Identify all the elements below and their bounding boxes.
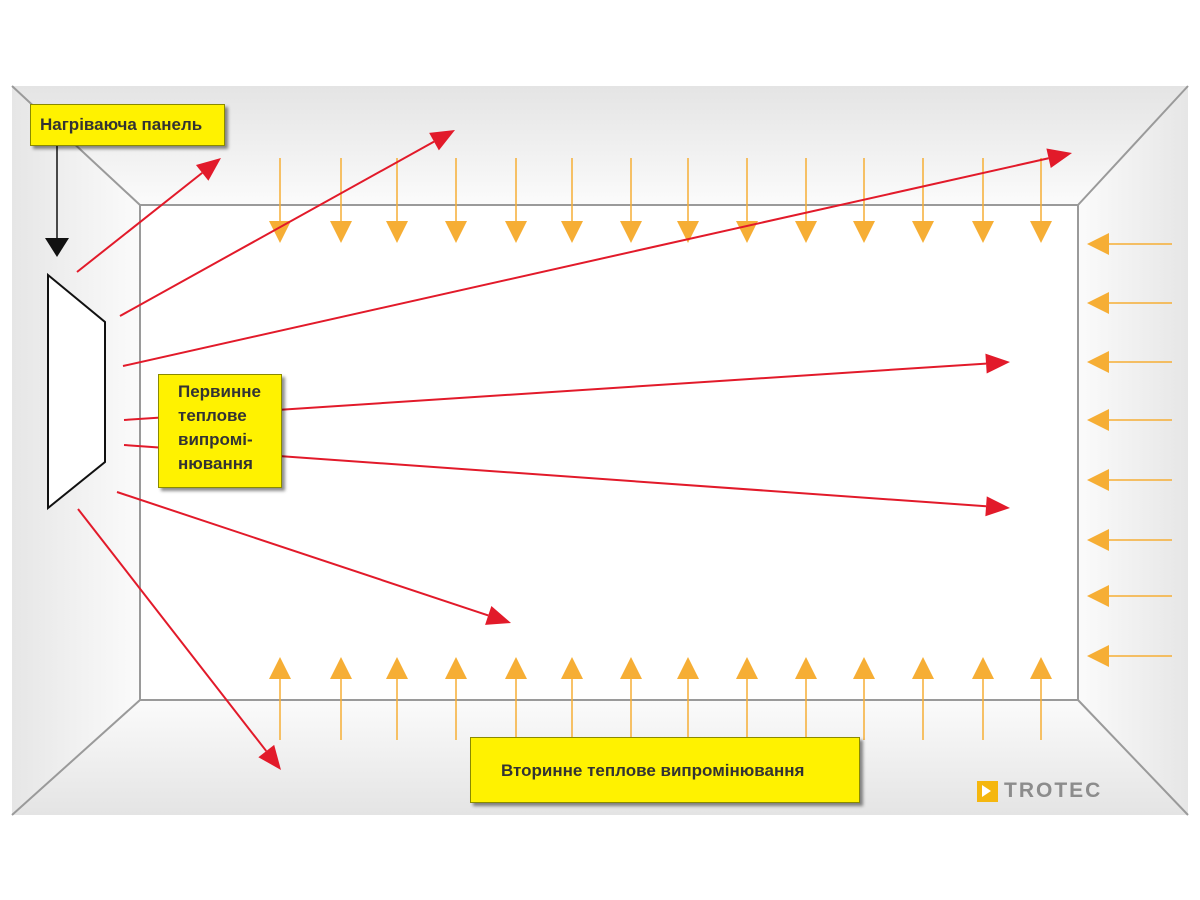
secondary-ray-down — [445, 158, 467, 243]
secondary-ray-up — [386, 657, 408, 740]
primary-ray — [77, 508, 281, 770]
logo-mark-icon — [977, 780, 998, 802]
logo-text: TROTEC — [1004, 779, 1103, 802]
secondary-ray-left — [1087, 645, 1172, 667]
secondary-ray-up — [561, 657, 583, 740]
primary-radiation-line: Первинне — [178, 382, 261, 401]
secondary-ray-up — [505, 657, 527, 740]
secondary-ray-down — [912, 158, 934, 243]
secondary-ray-up — [330, 657, 352, 740]
primary-ray — [119, 130, 455, 317]
heater-pointer-arrowhead — [45, 238, 69, 257]
primary-ray — [116, 491, 511, 625]
secondary-ray-left — [1087, 529, 1172, 551]
room-edge — [11, 699, 141, 816]
heating-panel-label-text: Нагріваюча панель — [40, 115, 203, 134]
primary-radiation-line: випромі- — [178, 430, 253, 449]
secondary-ray-down — [505, 158, 527, 243]
secondary-ray-up — [972, 657, 994, 740]
heating-panel-label: Нагріваюча панель — [30, 104, 225, 146]
secondary-radiation-label-text: Вторинне теплове випромінювання — [501, 761, 805, 780]
secondary-ray-down — [677, 158, 699, 243]
secondary-radiation-arrows — [269, 158, 1172, 740]
secondary-ray-down — [620, 158, 642, 243]
secondary-ray-down — [853, 158, 875, 243]
secondary-ray-left — [1087, 469, 1172, 491]
secondary-ray-down — [561, 158, 583, 243]
secondary-ray-up — [620, 657, 642, 740]
trotec-logo: TROTEC — [977, 779, 1103, 802]
secondary-ray-left — [1087, 585, 1172, 607]
room-edge — [1077, 85, 1189, 206]
ceiling-wall — [12, 86, 1188, 205]
secondary-ray-down — [795, 158, 817, 243]
primary-radiation-line: нювання — [178, 454, 253, 473]
secondary-ray-down — [330, 158, 352, 243]
secondary-ray-up — [269, 657, 291, 740]
secondary-ray-down — [386, 158, 408, 243]
secondary-ray-left — [1087, 233, 1172, 255]
heating-panel-shape — [47, 272, 106, 511]
primary-ray — [122, 148, 1072, 367]
secondary-ray-up — [853, 657, 875, 740]
secondary-ray-up — [445, 657, 467, 740]
secondary-ray-up — [1030, 657, 1052, 740]
secondary-ray-down — [1030, 158, 1052, 243]
secondary-radiation-label: Вторинне теплове випромінювання — [470, 737, 860, 803]
secondary-ray-up — [677, 657, 699, 740]
room-walls — [11, 85, 1189, 816]
secondary-ray-up — [912, 657, 934, 740]
secondary-ray-up — [795, 657, 817, 740]
secondary-ray-left — [1087, 292, 1172, 314]
secondary-ray-down — [972, 158, 994, 243]
back-wall — [139, 204, 1079, 701]
primary-radiation-line: теплове — [178, 406, 247, 425]
room-edge — [1077, 699, 1189, 816]
secondary-ray-left — [1087, 409, 1172, 431]
primary-radiation-label: Первинне теплове випромі- нювання — [158, 374, 282, 488]
right-wall — [1078, 86, 1188, 815]
primary-ray — [76, 158, 221, 273]
secondary-ray-left — [1087, 351, 1172, 373]
secondary-ray-up — [736, 657, 758, 740]
secondary-ray-down — [269, 158, 291, 243]
